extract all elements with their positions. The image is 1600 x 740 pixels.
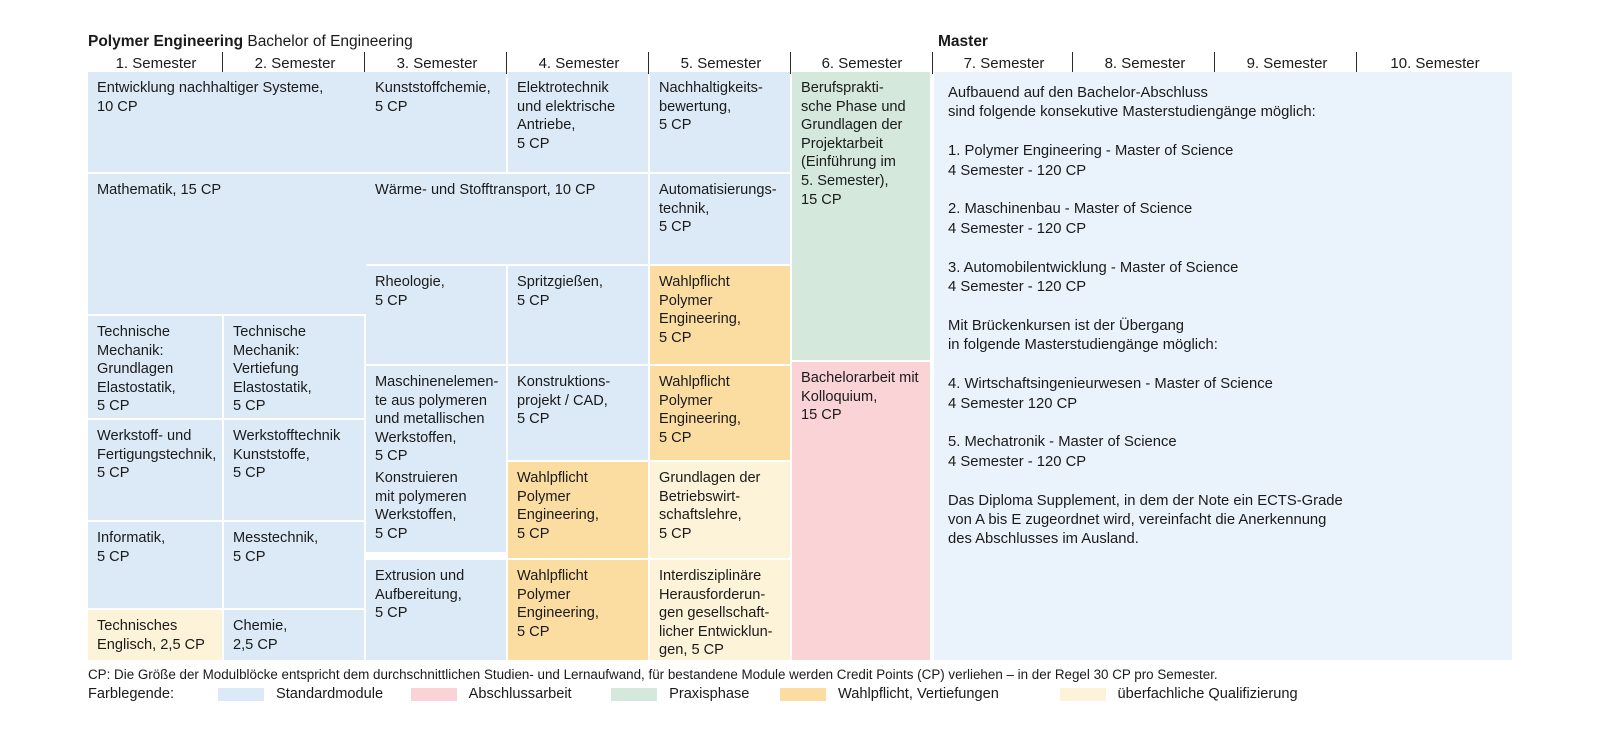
page-title: Polymer Engineering Bachelor of Engineer… (88, 33, 413, 51)
semester-header-5: 5. Semester (680, 55, 762, 72)
legend-swatch-5 (1059, 688, 1106, 701)
module-block-sem3-2: Rheologie, 5 CP (366, 266, 506, 364)
module-block-sem3-3: Maschinenelemen- te aus polymeren und me… (366, 366, 506, 470)
semester-divider (648, 52, 649, 74)
semester-divider (364, 52, 365, 74)
module-block-sem4-3: Konstruktions- projekt / CAD, 5 CP (508, 366, 648, 460)
semester-header-10: 10. Semester (1390, 55, 1480, 72)
legend-label-4: Wahlpflicht, Vertiefungen (838, 686, 999, 702)
module-block-sem5-3: Wahlpflicht Polymer Engineering, 5 CP (650, 266, 790, 364)
module-block-sem2-4: Chemie, 2,5 CP (224, 610, 364, 660)
module-block-sem5-4: Wahlpflicht Polymer Engineering, 5 CP (650, 366, 790, 460)
semester-divider (1214, 52, 1215, 74)
legend-label-5: überfachliche Qualifizierung (1117, 686, 1298, 702)
legend-swatch-2 (410, 688, 457, 701)
module-block-sem5-1: Nachhaltigkeits- bewertung, 5 CP (650, 72, 790, 172)
program-degree: Bachelor of Engineering (243, 33, 413, 50)
legend-label-3: Praxisphase (669, 686, 750, 702)
semester-header-6: 6. Semester (821, 55, 903, 72)
module-block-sem5-5: Grundlagen der Betriebswirt- schaftslehr… (650, 462, 790, 558)
module-block-sem1-2: Werkstoff- und Fertigungstechnik, 5 CP (88, 420, 222, 520)
semester-header-7: 7. Semester (963, 55, 1045, 72)
semester-divider (506, 52, 507, 74)
module-block-sem4-2: Spritzgießen, 5 CP (508, 266, 648, 364)
module-block-sem3-1: Kunststoffchemie, 5 CP (366, 72, 506, 172)
semester-header-3: 3. Semester (396, 55, 478, 72)
semester-divider (790, 52, 791, 74)
module-block-sem1-1: Technische Mechanik: Grundlagen Elastost… (88, 316, 222, 418)
legend-swatch-3 (611, 688, 658, 701)
module-block-sem2-2: Werkstofftechnik Kunststoffe, 5 CP (224, 420, 364, 520)
module-block-sem3-5: Extrusion und Aufbereitung, 5 CP (366, 560, 506, 660)
semester-divider (1072, 52, 1073, 74)
legend-swatch-1 (218, 688, 264, 701)
legend-label-2: Abschlussarbeit (468, 686, 572, 702)
program-name: Polymer Engineering (88, 33, 244, 50)
legend-title: Farblegende: (88, 686, 175, 702)
module-block-sem4-5: Wahlpflicht Polymer Engineering, 5 CP (508, 560, 648, 660)
legend-swatch-4 (780, 688, 826, 701)
module-block-sem2-3: Messtechnik, 5 CP (224, 522, 364, 608)
module-block-sem6-praxisphase: Berufsprakti- sche Phase und Grundlagen … (792, 72, 930, 360)
module-block-sem12-1: Entwicklung nachhaltiger Systeme, 10 CP (88, 72, 366, 172)
semester-header-8: 8. Semester (1104, 55, 1186, 72)
master-panel: Aufbauend auf den Bachelor-Abschluss sin… (934, 72, 1512, 660)
legend-label-1: Standardmodule (276, 686, 384, 702)
module-block-sem4-1: Elektrotechnik und elektrische Antriebe,… (508, 72, 648, 172)
module-block-sem5-2: Automatisierungs- technik, 5 CP (650, 174, 790, 264)
semester-divider (222, 52, 223, 74)
semester-divider (932, 52, 933, 74)
module-block-sem3-4: Konstruieren mit polymeren Werkstoffen, … (366, 462, 506, 552)
module-block-sem2-1: Technische Mechanik: Vertiefung Elastost… (224, 316, 364, 418)
module-block-sem1-4: Technisches Englisch, 2,5 CP (88, 610, 222, 660)
module-block-sem4-4: Wahlpflicht Polymer Engineering, 5 CP (508, 462, 648, 558)
semester-header-9: 9. Semester (1246, 55, 1328, 72)
semester-header-2: 2. Semester (254, 55, 336, 72)
semester-header-4: 4. Semester (538, 55, 620, 72)
semester-divider (1356, 52, 1357, 74)
footer-note: CP: Die Größe der Modulblöcke entspricht… (88, 667, 1218, 682)
module-block-sem12-2: Mathematik, 15 CP (88, 174, 366, 314)
semester-header-1: 1. Semester (115, 55, 197, 72)
module-block-sem34-1: Wärme- und Stofftransport, 10 CP (366, 174, 648, 264)
module-block-sem1-3: Informatik, 5 CP (88, 522, 222, 608)
module-block-sem5-6: Interdisziplinäre Herausforderun- gen ge… (650, 560, 790, 660)
master-title: Master (938, 33, 988, 50)
module-block-sem6-bachelorarbeit: Bachelorarbeit mit Kolloquium, 15 CP (792, 362, 930, 660)
